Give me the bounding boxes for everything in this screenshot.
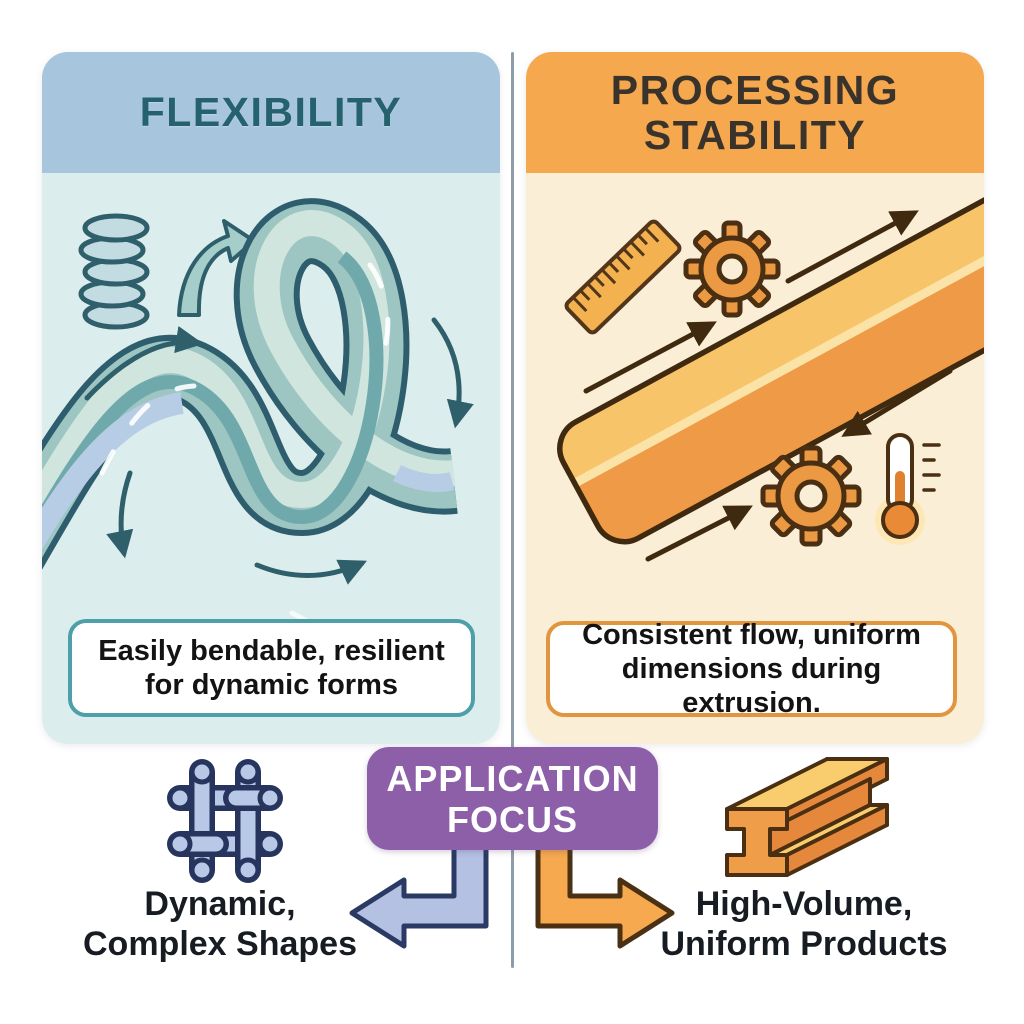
motion-arrow-icons <box>84 317 474 585</box>
application-focus-box: APPLICATION FOCUS <box>367 747 658 850</box>
flow-arrow-icons <box>583 210 953 562</box>
processing-caption-box: Consistent flow, uniform dimensions duri… <box>546 619 957 719</box>
processing-caption-line1: Consistent flow, uniform <box>582 619 921 651</box>
left-branch-arrow-icon <box>349 843 489 949</box>
panel-divider-line <box>511 52 514 968</box>
flexibility-caption-line2: for dynamic forms <box>145 669 398 701</box>
spring-icon <box>78 213 150 330</box>
flexibility-caption-line1: Easily bendable, resilient <box>98 635 445 667</box>
outcome-left-line1: Dynamic, <box>144 885 296 923</box>
thermometer-icon <box>875 433 941 545</box>
outcome-right-line1: High-Volume, <box>695 885 913 923</box>
gear-icon <box>760 445 862 547</box>
flexibility-title: FLEXIBILITY <box>139 89 403 135</box>
right-branch-arrow-icon <box>535 843 675 949</box>
processing-stability-header: PROCESSING STABILITY <box>526 52 984 173</box>
outcome-right-label: High-Volume, Uniform Products <box>644 884 964 964</box>
outcome-left-label: Dynamic, Complex Shapes <box>60 884 380 964</box>
application-focus-line2: FOCUS <box>447 798 578 840</box>
processing-illustration <box>549 173 984 562</box>
ruler-icon <box>564 219 682 335</box>
branch-arrows <box>349 843 675 949</box>
stacked-extrusions-icon <box>725 757 889 877</box>
extruded-bar-icon <box>549 173 984 545</box>
gear-icon <box>683 220 781 318</box>
application-focus-line1: APPLICATION <box>386 757 639 799</box>
processing-stability-panel: PROCESSING STABILITY <box>526 52 984 744</box>
processing-caption-line2: dimensions during extrusion. <box>621 653 882 719</box>
interlocked-shapes-icon <box>167 759 283 883</box>
flexibility-caption-box: Easily bendable, resilient for dynamic f… <box>68 619 475 717</box>
flexibility-illustration <box>42 198 474 654</box>
outcome-left-line2: Complex Shapes <box>83 925 357 963</box>
flexibility-header: FLEXIBILITY <box>42 52 500 173</box>
processing-stability-title: PROCESSING STABILITY <box>610 66 900 158</box>
flexibility-panel: FLEXIBILITY <box>42 52 500 744</box>
outcome-right-line2: Uniform Products <box>660 925 948 963</box>
